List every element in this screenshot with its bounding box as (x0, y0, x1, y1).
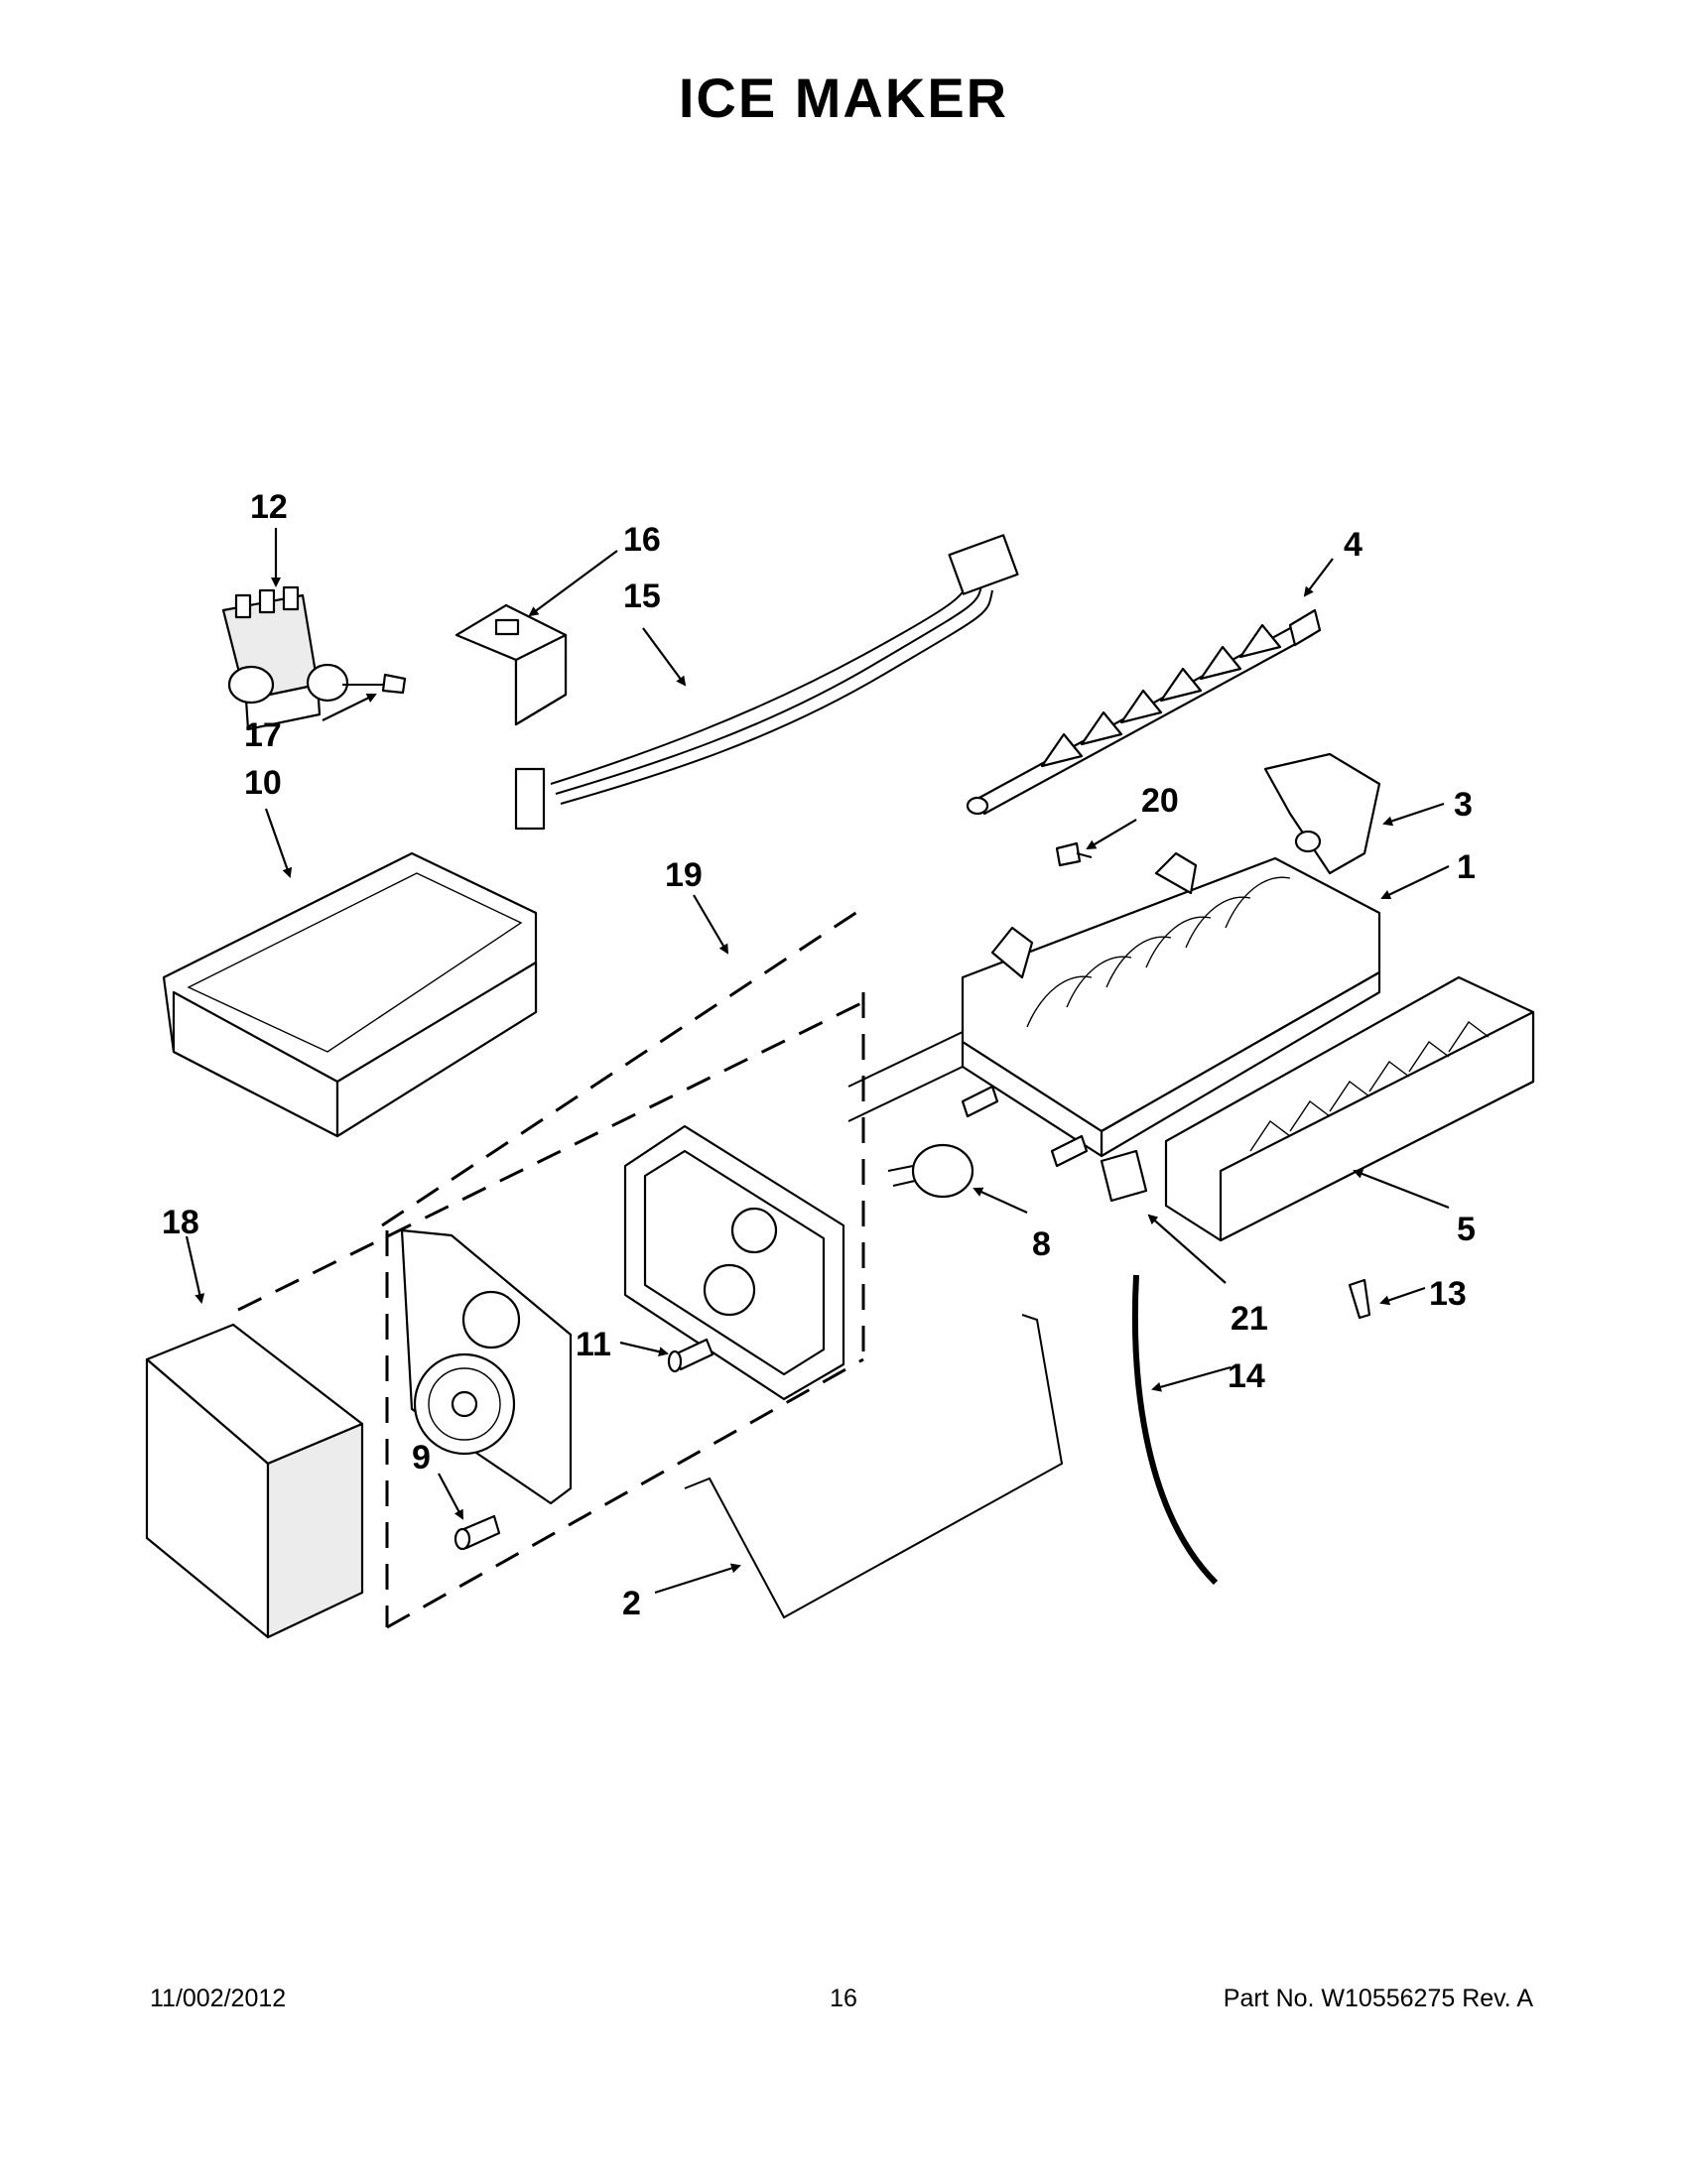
screw-9 (454, 1514, 501, 1551)
callout-14: 14 (1228, 1357, 1265, 1395)
footer-date: 11/002/2012 (150, 1985, 287, 2012)
dashed-assembly-outline (237, 906, 865, 1629)
heater-leads (847, 1031, 1089, 1168)
wiring-bracket (454, 603, 568, 726)
thermostat (887, 1143, 974, 1199)
callout-10: 10 (244, 764, 282, 802)
fill-tube (1131, 1274, 1219, 1586)
footer-part-number: Part No. W10556275 Rev. A (1223, 1985, 1533, 2012)
screw-11 (667, 1338, 714, 1373)
callout-20: 20 (1141, 782, 1179, 820)
footer-page-number: 16 (830, 1985, 857, 2012)
callout-8: 8 (1032, 1225, 1051, 1263)
callout-11: 11 (576, 1326, 611, 1363)
callout-1: 1 (1457, 848, 1476, 886)
control-module (400, 1228, 573, 1505)
ice-mold (961, 851, 1381, 1158)
callout-17: 17 (244, 716, 282, 754)
ejector-shaft (966, 608, 1322, 816)
callout-4: 4 (1344, 526, 1363, 564)
callout-18: 18 (162, 1204, 199, 1241)
callout-12: 12 (250, 488, 288, 526)
callout-16: 16 (623, 521, 661, 559)
callout-5: 5 (1457, 1211, 1476, 1248)
wire-harness (514, 534, 1019, 831)
callout-9: 9 (412, 1439, 431, 1477)
callout-15: 15 (623, 578, 661, 615)
ejector-cover (1263, 752, 1381, 875)
callout-19: 19 (665, 856, 703, 894)
ice-bin (162, 851, 538, 1138)
callout-21: 21 (1231, 1300, 1268, 1338)
module-housing (623, 1124, 845, 1401)
callout-labels: 12 16 15 4 17 10 20 3 1 19 18 8 5 13 21 … (162, 488, 1476, 1622)
clip (1100, 1149, 1148, 1203)
callout-13: 13 (1429, 1275, 1467, 1313)
module-cover (145, 1323, 364, 1639)
callout-2: 2 (622, 1585, 641, 1622)
water-valve (221, 585, 407, 731)
screw-20 (1055, 841, 1093, 867)
plug (1348, 1278, 1371, 1320)
shutoff-arm (684, 1314, 1064, 1619)
front-cover (1164, 975, 1535, 1242)
callout-3: 3 (1454, 786, 1473, 824)
page-title: ICE MAKER (678, 66, 1009, 129)
leader-lines (185, 528, 1450, 1595)
